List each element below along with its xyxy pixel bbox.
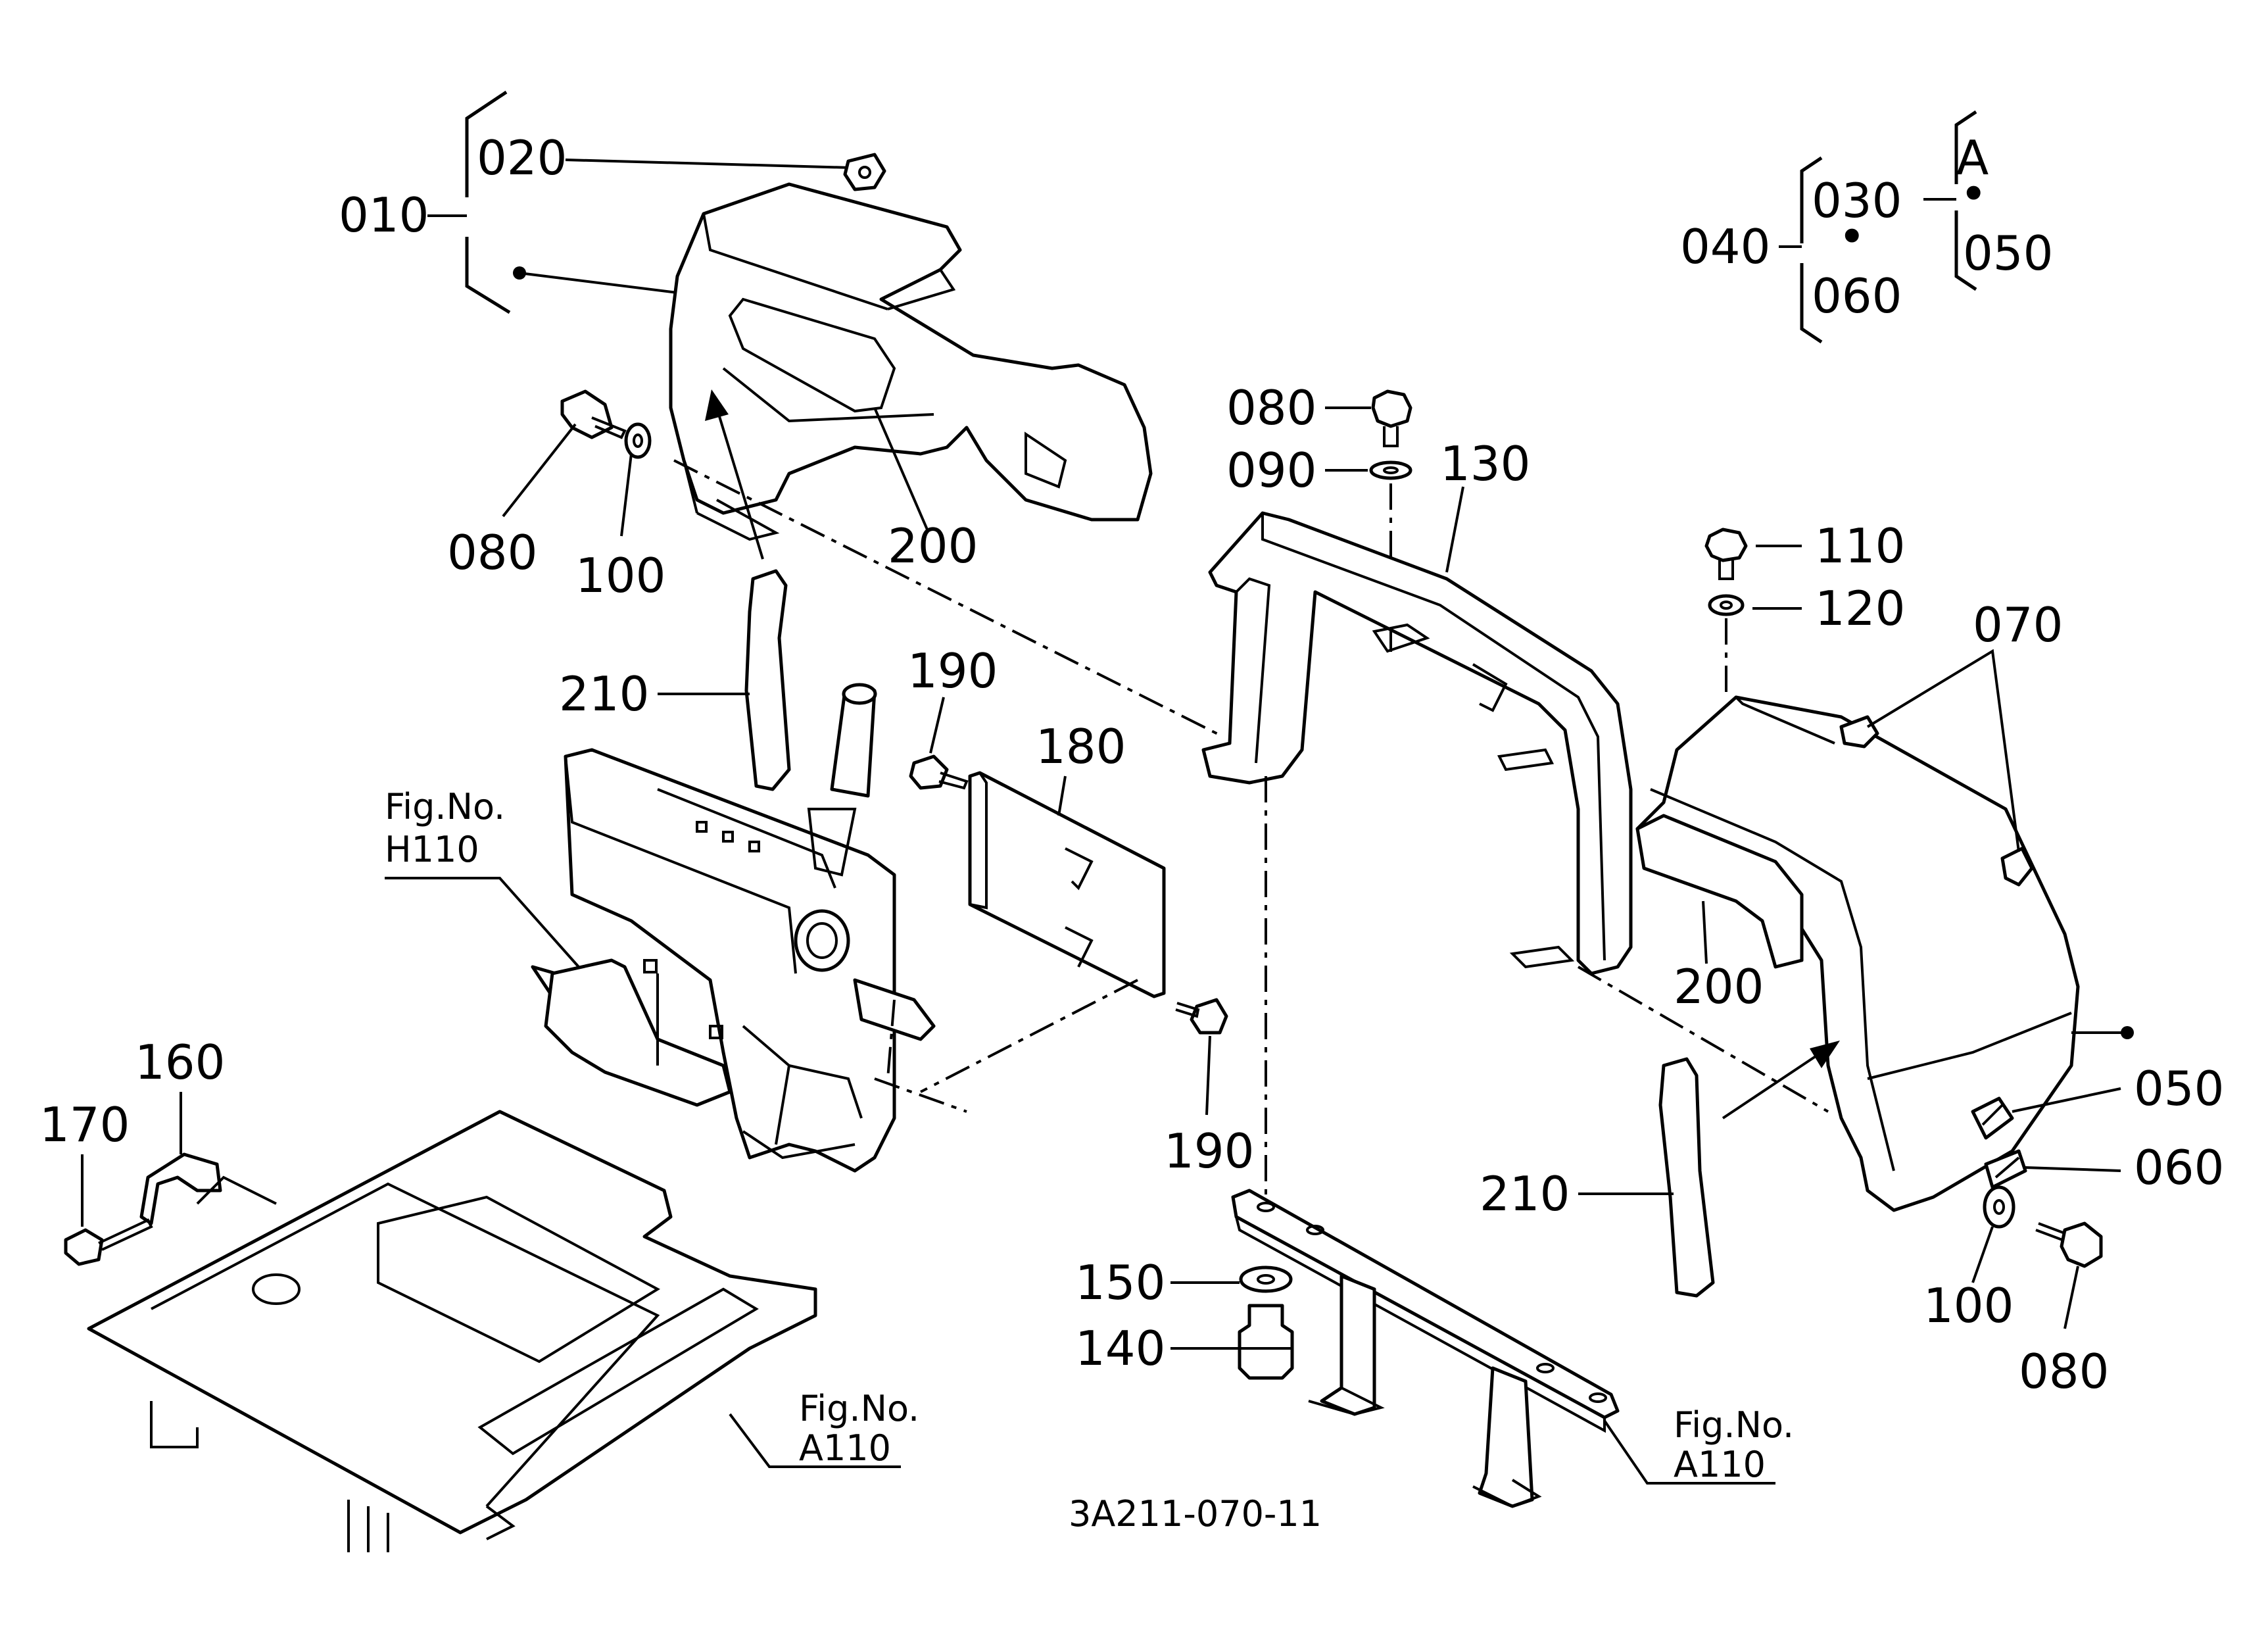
label-090: 090 <box>1226 443 1316 498</box>
right-cover-assembly: 070 050 060 200 <box>1635 597 2224 1212</box>
label-080-top: 080 <box>1226 380 1316 435</box>
label-050: 050 <box>2134 1061 2224 1116</box>
label-100-left: 100 <box>575 548 665 603</box>
label-030: 030 <box>1812 173 1902 228</box>
left-cover-assembly: 010 020 080 100 200 <box>339 90 1224 738</box>
fig-ref-a110-right-title: Fig.No. <box>1674 1404 1794 1446</box>
lever-bracket-assembly: Fig.No. H110 <box>385 683 967 1173</box>
label-110: 110 <box>1815 518 1905 574</box>
clip-160 <box>139 1152 222 1225</box>
floor-plate-a110: Fig.No. A110 <box>87 1110 919 1552</box>
label-160: 160 <box>135 1035 225 1090</box>
right-seal-strip <box>1635 814 1804 969</box>
label-050-legend: 050 <box>1963 226 2053 281</box>
label-180: 180 <box>1036 719 1126 774</box>
leader-dot-right <box>2121 1026 2134 1039</box>
clip-bolt-group: 160 170 <box>39 1035 225 1266</box>
plate-180: 180 <box>920 719 1166 1093</box>
bolt-190-upper <box>909 754 949 790</box>
label-200-right: 200 <box>1674 959 1764 1014</box>
label-100-right: 100 <box>1923 1278 2014 1333</box>
clip-070-upper <box>1839 715 1879 749</box>
label-070: 070 <box>1973 597 2063 652</box>
label-190-lower: 190 <box>1164 1123 1254 1179</box>
drawing-code: 3A211-070-11 <box>1069 1493 1322 1535</box>
fig-ref-a110-right-number[interactable]: A110 <box>1674 1444 1766 1485</box>
washer-100-left <box>624 422 652 459</box>
right-cover-panel <box>1635 695 2080 1212</box>
screw-washer-right: 110 120 <box>1704 518 1905 697</box>
label-080-left: 080 <box>447 525 537 580</box>
fig-ref-a110-left-number[interactable]: A110 <box>799 1427 891 1469</box>
label-130: 130 <box>1440 436 1530 491</box>
left-cover-panel <box>669 182 1153 522</box>
set-legend: 040 030 • 060 A • 050 <box>1680 110 2053 344</box>
label-150: 150 <box>1075 1255 1165 1310</box>
washer-120 <box>1708 594 1745 616</box>
label-080-right: 080 <box>2019 1344 2109 1399</box>
label-040: 040 <box>1680 219 1770 274</box>
mount-140 <box>1238 1304 1294 1380</box>
washer-bolt-right: 100 080 <box>1923 1185 2109 1399</box>
label-060: 060 <box>2134 1140 2224 1195</box>
label-020: 020 <box>477 130 567 185</box>
bolt-190-lower <box>1190 998 1228 1035</box>
mount-rubber: 150 140 <box>1075 1255 1294 1380</box>
washer-090 <box>1369 460 1412 480</box>
bolt-080-top <box>1371 389 1412 428</box>
label-210-right: 210 <box>1480 1166 1570 1221</box>
label-120: 120 <box>1815 581 1905 636</box>
label-010: 010 <box>339 187 429 243</box>
crossmember-a110: Fig.No. A110 <box>1231 1189 1794 1508</box>
fig-ref-h110-number[interactable]: H110 <box>385 829 479 870</box>
washer-100-right <box>1983 1185 2015 1229</box>
bolt-080-right <box>2060 1221 2103 1268</box>
seal-210-left: 210 <box>559 569 791 791</box>
label-170: 170 <box>39 1097 130 1152</box>
label-190-upper: 190 <box>907 643 998 699</box>
bolt-170 <box>64 1228 104 1266</box>
clip-020 <box>843 153 886 191</box>
frame-130: 130 <box>1201 436 1829 1197</box>
seal-210-right: 210 <box>1480 1057 1715 1298</box>
legend-dot-2: • <box>1960 166 1987 222</box>
fig-ref-h110-title: Fig.No. <box>385 786 505 827</box>
screw-110 <box>1704 528 1748 562</box>
label-200-left: 200 <box>888 518 978 574</box>
label-060-legend: 060 <box>1812 268 1902 324</box>
label-140: 140 <box>1075 1321 1165 1376</box>
badge-050 <box>1971 1096 2014 1140</box>
fig-ref-a110-left-title: Fig.No. <box>799 1388 919 1429</box>
washer-150 <box>1239 1266 1293 1293</box>
bolts-190: 190 190 <box>907 643 1254 1179</box>
label-set-a: A <box>1956 130 1989 185</box>
legend-dot-1: • <box>1838 209 1866 264</box>
label-210-left: 210 <box>559 666 649 722</box>
